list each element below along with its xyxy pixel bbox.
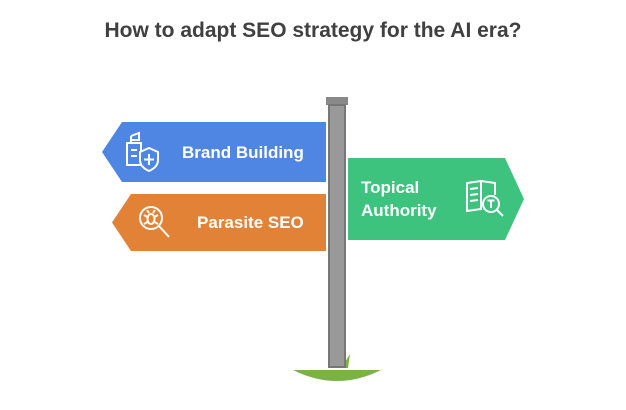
bug-magnifier-icon — [139, 206, 170, 238]
sign-label-authority: Authority — [361, 201, 437, 220]
book-search-icon — [466, 179, 504, 217]
building-shield-icon — [126, 131, 159, 173]
signpost-pole — [326, 97, 348, 368]
sign-label-topical: Topical — [361, 178, 419, 197]
page-title: How to adapt SEO strategy for the AI era… — [104, 19, 522, 42]
sign-label-parasite-seo: Parasite SEO — [197, 213, 304, 232]
sign-topical-authority[interactable]: Topical Authority — [348, 158, 524, 240]
sign-parasite-seo[interactable]: Parasite SEO — [112, 194, 326, 251]
sign-brand-building[interactable]: Brand Building — [102, 122, 326, 182]
sign-label-brand-building: Brand Building — [182, 143, 304, 162]
